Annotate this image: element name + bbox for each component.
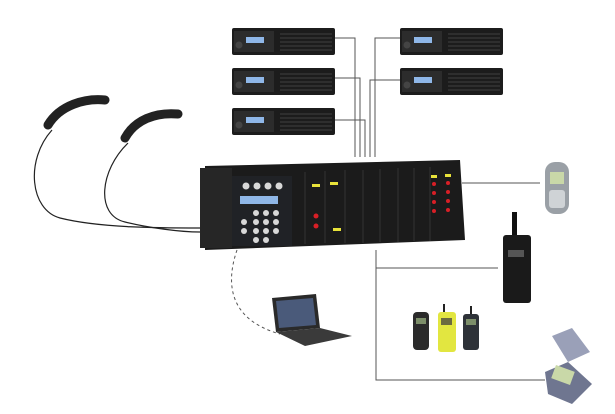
handset-icon (104, 109, 201, 233)
portable-phone-icon (438, 304, 456, 352)
portable-phone-icon (413, 312, 429, 350)
mobile-radio (231, 67, 336, 96)
cellphone-icon (545, 162, 569, 214)
mobile-radio (399, 67, 504, 96)
connection-lines (231, 37, 545, 381)
rack-switch-unit (200, 160, 465, 250)
flip-phone-icon (545, 328, 592, 404)
portable-phone-icon (463, 306, 479, 350)
walkie-talkie-icon (503, 212, 531, 303)
mobile-radio (231, 107, 336, 136)
mobile-radio (399, 27, 504, 56)
laptop-icon (272, 294, 352, 346)
handset-icon (33, 95, 201, 229)
mobile-radio (231, 27, 336, 56)
